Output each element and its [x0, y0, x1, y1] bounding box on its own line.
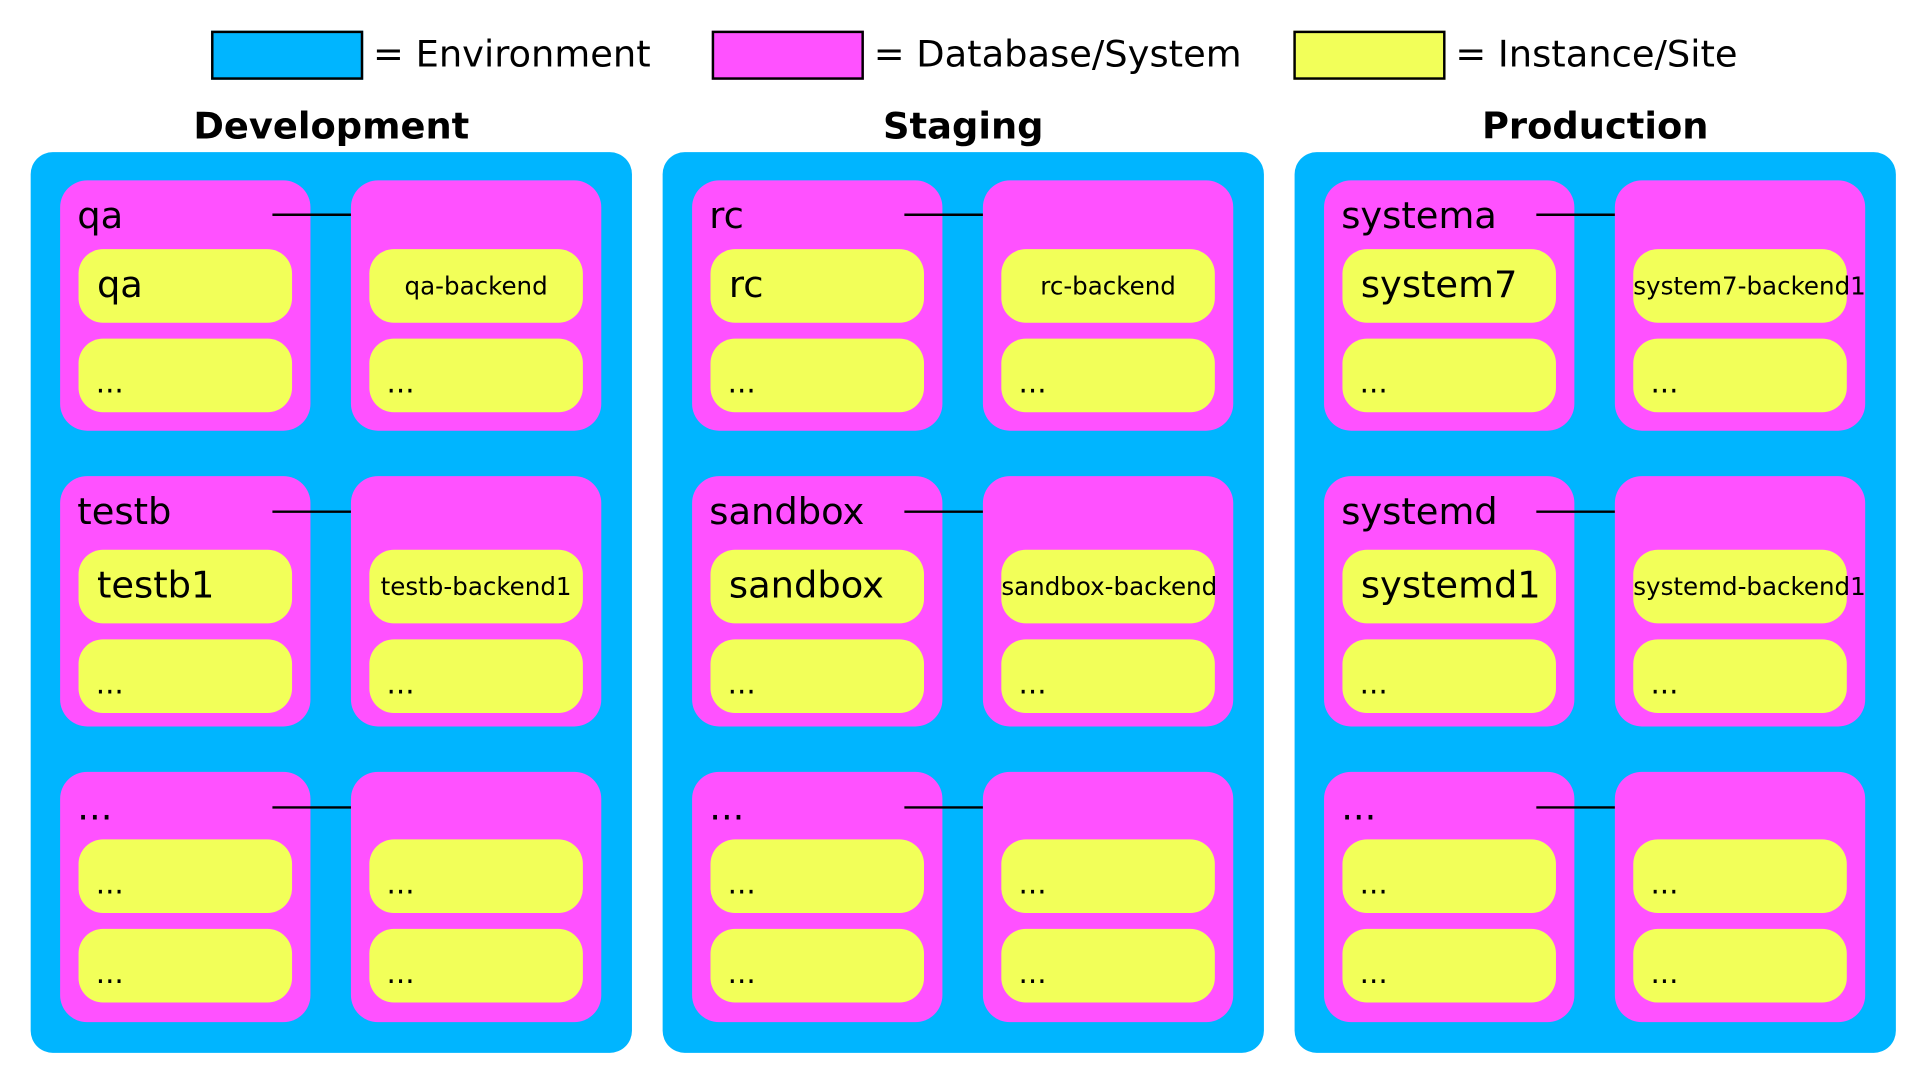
- environment-production: systema system7 ... system7-backend1 ...…: [1294, 152, 1896, 1053]
- instance-site-more: ...: [1633, 839, 1847, 913]
- instance-site: system7: [1342, 249, 1556, 323]
- system-sandbox-backend: sandbox-backend ...: [982, 476, 1234, 727]
- instance-site-more: ...: [1342, 338, 1556, 413]
- instance-site-more: ...: [710, 639, 925, 713]
- instance-site: qa: [78, 249, 293, 323]
- system-label: systemd: [1341, 490, 1498, 534]
- instance-site: rc-backend: [1001, 249, 1215, 323]
- system-testb-backend: testb-backend1 ...: [350, 476, 602, 727]
- system-label: ...: [77, 786, 113, 830]
- legend-swatch-system: [711, 30, 864, 80]
- instance-site-more: ...: [710, 338, 925, 413]
- instance-site-more: ...: [1001, 839, 1215, 913]
- system-sandbox: sandbox sandbox ...: [692, 476, 943, 727]
- instance-site-more: ...: [369, 839, 583, 913]
- system-more-backend: ... ...: [350, 771, 602, 1023]
- system-systemd: systemd systemd1 ...: [1324, 476, 1575, 727]
- instance-site-more: ...: [78, 338, 293, 413]
- instance-site: systemd-backend1: [1633, 549, 1866, 624]
- env-title-staging: Staging: [883, 105, 1044, 149]
- instance-site: testb-backend1: [369, 549, 583, 624]
- legend-swatch-environment: [211, 30, 364, 80]
- instance-site-more: ...: [1633, 338, 1847, 413]
- instance-site-more: ...: [1633, 928, 1847, 1003]
- instance-site: sandbox: [710, 549, 925, 624]
- instance-site: system7-backend1: [1633, 249, 1866, 323]
- instance-site: systemd1: [1342, 549, 1556, 624]
- instance-site-more: ...: [369, 928, 583, 1003]
- system-rc: rc rc ...: [692, 180, 943, 431]
- legend-swatch-instance: [1293, 30, 1446, 80]
- system-testb: testb testb1 ...: [60, 476, 311, 727]
- instance-site-more: ...: [78, 839, 293, 913]
- system-label: ...: [709, 786, 745, 830]
- system-label: systema: [1341, 195, 1497, 239]
- system-label: qa: [77, 195, 124, 239]
- instance-site-more: ...: [1342, 928, 1556, 1003]
- instance-site-more: ...: [1001, 928, 1215, 1003]
- instance-site-more: ...: [710, 839, 925, 913]
- system-more: ... ... ...: [60, 771, 311, 1023]
- environment-staging: rc rc ... rc-backend ... sandbox sandbox…: [662, 152, 1264, 1053]
- instance-site-more: ...: [1633, 639, 1847, 713]
- system-label: rc: [709, 195, 744, 239]
- instance-site: qa-backend: [369, 249, 583, 323]
- instance-site-more: ...: [1342, 639, 1556, 713]
- system-label: testb: [77, 490, 172, 534]
- environment-development: qa qa ... qa-backend ... testb testb1 ..…: [30, 152, 632, 1053]
- instance-site-more: ...: [78, 928, 293, 1003]
- instance-site-more: ...: [710, 928, 925, 1003]
- legend-label-environment: = Environment: [373, 33, 651, 77]
- instance-site-more: ...: [1001, 639, 1215, 713]
- instance-site-more: ...: [369, 338, 583, 413]
- instance-site-more: ...: [1001, 338, 1215, 413]
- system-more: ... ... ...: [1324, 771, 1575, 1023]
- env-title-production: Production: [1481, 105, 1709, 149]
- legend-label-system: = Database/System: [873, 33, 1242, 77]
- system-systemd-backend: systemd-backend1 ...: [1614, 476, 1866, 727]
- system-rc-backend: rc-backend ...: [982, 180, 1234, 431]
- instance-site-more: ...: [369, 639, 583, 713]
- system-more-backend: ... ...: [982, 771, 1234, 1023]
- instance-site-more: ...: [1342, 839, 1556, 913]
- system-label: sandbox: [709, 490, 865, 534]
- system-systema: systema system7 ...: [1324, 180, 1575, 431]
- system-more-backend: ... ...: [1614, 771, 1866, 1023]
- system-label: ...: [1341, 786, 1377, 830]
- instance-site: sandbox-backend: [1001, 549, 1217, 624]
- instance-site: rc: [710, 249, 925, 323]
- instance-site-more: ...: [78, 639, 293, 713]
- env-title-development: Development: [193, 105, 470, 149]
- system-systema-backend: system7-backend1 ...: [1614, 180, 1866, 431]
- instance-site: testb1: [78, 549, 293, 624]
- system-more: ... ... ...: [692, 771, 943, 1023]
- legend-label-instance: = Instance/Site: [1455, 33, 1738, 77]
- system-qa: qa qa ...: [60, 180, 311, 431]
- system-qa-backend: qa-backend ...: [350, 180, 602, 431]
